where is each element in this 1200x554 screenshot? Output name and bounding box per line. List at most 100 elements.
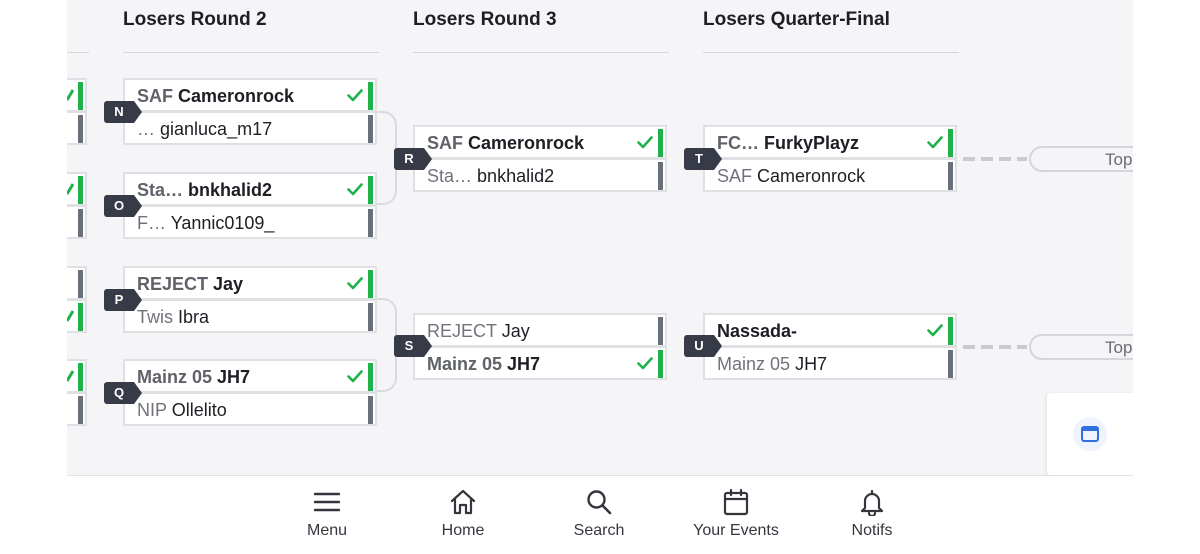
participant-name: REJECT Jay	[427, 319, 637, 343]
player-name: JH7	[507, 354, 541, 374]
winner-bar	[368, 363, 373, 391]
match-s[interactable]: REJECT Jay Mainz 05 JH7	[413, 313, 667, 381]
participant-name: SAF Cameronrock	[427, 131, 637, 155]
nav-your-events-label: Your Events	[693, 522, 779, 539]
bell-icon	[860, 489, 884, 516]
team-prefix: Twis	[137, 307, 173, 327]
next-match-pill[interactable]: Top	[1029, 334, 1133, 360]
match-slot-winner[interactable]: Sta… bnkhalid2	[123, 172, 377, 206]
player-name: Ollelito	[171, 400, 227, 420]
loser-bar	[78, 270, 83, 298]
player-name: Jay	[213, 274, 244, 294]
round-title-losers-quarter-final: Losers Quarter-Final	[703, 9, 890, 30]
match-o[interactable]: Sta… bnkhalid2 F… Yannic0109_	[123, 172, 377, 240]
match-u[interactable]: Nassada- Mainz 05 JH7	[703, 313, 957, 381]
player-name: Cameronrock	[757, 166, 866, 186]
match-slot-winner[interactable]: REJECT Jay	[123, 266, 377, 300]
nav-search-label: Search	[573, 522, 625, 539]
winner-bar	[368, 270, 373, 298]
player-name: Cameronrock	[178, 86, 295, 106]
player-name: Nassada-	[717, 321, 798, 341]
participant-name: Mainz 05 JH7	[427, 352, 637, 376]
previous-round-slot[interactable]	[67, 78, 87, 112]
winner-bar	[368, 82, 373, 110]
participant-name: SAF Cameronrock	[137, 84, 347, 108]
checkmark-icon	[637, 136, 653, 149]
nav-home[interactable]: Home	[403, 488, 523, 540]
previous-round-slot[interactable]	[67, 266, 87, 300]
participant-name: Sta… bnkhalid2	[137, 178, 347, 202]
previous-round-slot[interactable]	[67, 111, 87, 145]
round-title-losers-round-2: Losers Round 2	[123, 9, 267, 30]
nav-menu-label: Menu	[306, 522, 348, 539]
team-prefix: Mainz 05	[137, 367, 213, 387]
previous-round-slot[interactable]	[67, 392, 87, 426]
round-divider	[67, 52, 89, 53]
checkmark-icon	[67, 370, 74, 382]
match-slot-winner[interactable]: Mainz 05 JH7	[413, 346, 667, 380]
bottom-nav: Menu Home Search Your Events	[67, 475, 1133, 554]
match-slot[interactable]: NIP Ollelito	[123, 392, 377, 426]
team-prefix: SAF	[137, 86, 173, 106]
player-name: bnkhalid2	[188, 180, 273, 200]
match-slot-winner[interactable]: FC… FurkyPlayz	[703, 125, 957, 159]
floating-action-button[interactable]	[1073, 417, 1107, 451]
loser-bar	[948, 162, 953, 190]
previous-round-slot[interactable]	[67, 299, 87, 333]
winner-bar	[78, 303, 83, 331]
match-tag-r: R	[394, 148, 432, 170]
match-slot[interactable]: Mainz 05 JH7	[703, 346, 957, 380]
loser-bar	[78, 209, 83, 237]
match-slot[interactable]: SAF Cameronrock	[703, 158, 957, 192]
checkmark-icon	[637, 357, 653, 370]
match-slot[interactable]: Twis Ibra	[123, 299, 377, 333]
nav-search[interactable]: Search	[539, 488, 659, 540]
match-t[interactable]: FC… FurkyPlayz SAF Cameronrock	[703, 125, 957, 193]
match-r[interactable]: SAF Cameronrock Sta… bnkhalid2	[413, 125, 667, 193]
team-prefix: Mainz 05	[427, 354, 503, 374]
match-q[interactable]: Mainz 05 JH7 NIP Ollelito	[123, 359, 377, 427]
nav-menu[interactable]: Menu	[267, 488, 387, 540]
match-tag-q: Q	[104, 382, 142, 404]
dashed-connector	[963, 345, 1027, 349]
menu-icon	[313, 492, 341, 512]
dashed-connector	[963, 157, 1027, 161]
next-match-label: Top	[1105, 338, 1133, 357]
match-slot-winner[interactable]: SAF Cameronrock	[123, 78, 377, 112]
team-prefix: REJECT	[137, 274, 209, 294]
match-slot[interactable]: Sta… bnkhalid2	[413, 158, 667, 192]
participant-name: … gianluca_m17	[137, 117, 347, 141]
nav-your-events[interactable]: Your Events	[676, 488, 796, 540]
floating-panel	[1047, 393, 1133, 475]
checkmark-icon	[927, 136, 943, 149]
loser-bar	[368, 396, 373, 424]
previous-round-slot[interactable]	[67, 205, 87, 239]
match-tag-o: O	[104, 195, 142, 217]
player-name: Yannic0109_	[170, 213, 275, 233]
match-slot[interactable]: F… Yannic0109_	[123, 205, 377, 239]
team-prefix: REJECT	[427, 321, 497, 341]
nav-notifs[interactable]: Notifs	[812, 488, 932, 540]
match-slot-winner[interactable]: Nassada-	[703, 313, 957, 347]
winner-bar	[368, 176, 373, 204]
nav-notifs-label: Notifs	[851, 522, 893, 539]
player-name: FurkyPlayz	[764, 133, 860, 153]
match-slot-winner[interactable]: Mainz 05 JH7	[123, 359, 377, 393]
match-slot[interactable]: … gianluca_m17	[123, 111, 377, 145]
match-n[interactable]: SAF Cameronrock … gianluca_m17	[123, 78, 377, 146]
match-slot[interactable]: REJECT Jay	[413, 313, 667, 347]
participant-name: Twis Ibra	[137, 305, 347, 329]
checkmark-icon	[67, 310, 74, 322]
next-match-pill[interactable]: Top	[1029, 146, 1133, 172]
previous-round-slot[interactable]	[67, 172, 87, 206]
round-divider	[703, 52, 959, 53]
participant-name: FC… FurkyPlayz	[717, 131, 927, 155]
match-p[interactable]: REJECT Jay Twis Ibra	[123, 266, 377, 334]
match-tag-p: P	[104, 289, 142, 311]
team-prefix: Sta…	[137, 180, 184, 200]
match-slot-winner[interactable]: SAF Cameronrock	[413, 125, 667, 159]
team-prefix: Mainz 05	[717, 354, 791, 374]
player-name: bnkhalid2	[477, 166, 555, 186]
previous-round-slot[interactable]	[67, 359, 87, 393]
checkmark-icon	[347, 277, 363, 290]
